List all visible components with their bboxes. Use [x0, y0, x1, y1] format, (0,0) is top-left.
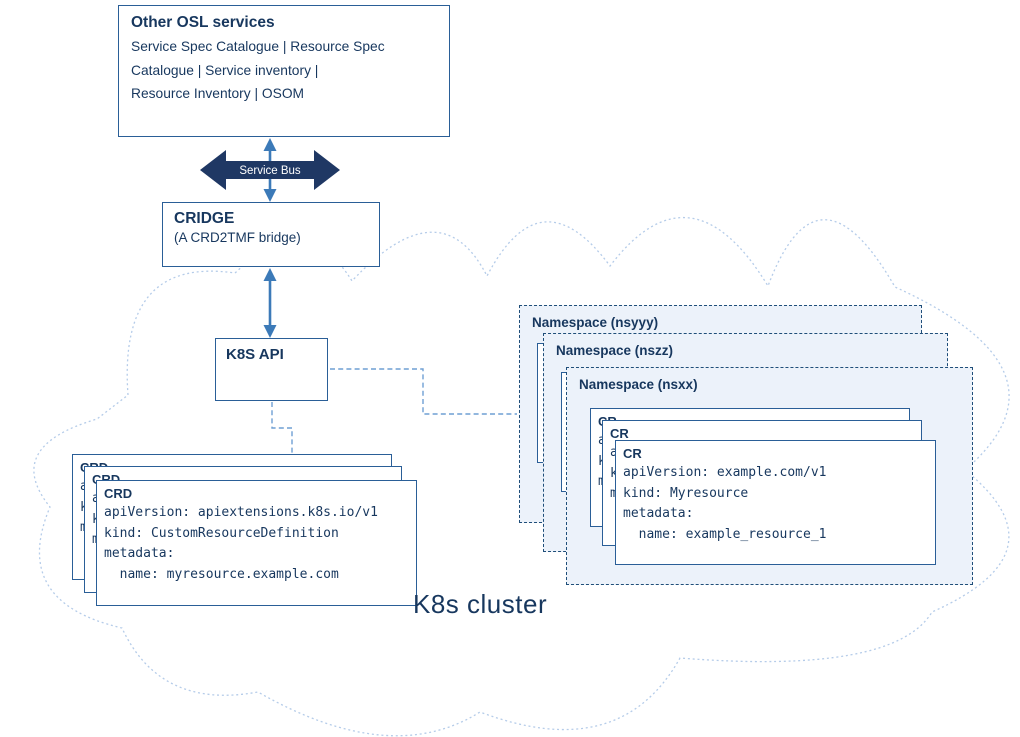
- cr-card-front: CR apiVersion: example.com/v1 kind: Myre…: [615, 440, 936, 565]
- k8s-api-box: K8S API: [215, 338, 328, 401]
- namespace-label-nsyyy: Namespace (nsyyy): [532, 315, 659, 330]
- cridge-box: CRIDGE (A CRD2TMF bridge): [162, 202, 380, 267]
- service-bus-arrow: [200, 150, 340, 190]
- osl-services-line: Service Spec Catalogue | Resource Spec: [131, 39, 385, 54]
- cluster-label: K8s cluster: [413, 589, 548, 619]
- cloud-outline: [33, 217, 1010, 737]
- osl-services-line: Catalogue | Service inventory |: [131, 62, 319, 78]
- crd-card-front: CRD apiVersion: apiextensions.k8s.io/v1 …: [96, 480, 417, 606]
- namespace-label-nsxx: Namespace (nsxx): [579, 377, 698, 392]
- k8s-api-title: K8S API: [226, 346, 284, 363]
- cridge-subtitle: (A CRD2TMF bridge): [174, 230, 301, 245]
- cridge-title: CRIDGE: [174, 210, 235, 227]
- other-osl-services-box: Other OSL services Service Spec Catalogu…: [118, 5, 450, 137]
- namespace-label-nszz: Namespace (nszz): [556, 343, 674, 358]
- arrow-up-icon: [263, 138, 277, 151]
- connector-api-to-crds: [271, 402, 293, 453]
- arrow-down-icon: [263, 189, 277, 202]
- osl-services-line: Resource Inventory | OSOM: [131, 86, 305, 101]
- arrow-down-icon: [263, 325, 277, 338]
- osl-title: Other OSL services: [131, 14, 275, 31]
- service-bus-label: Service Bus: [239, 165, 301, 177]
- connector-api-to-namespaces: [330, 368, 517, 415]
- arrow-up-icon: [263, 268, 277, 281]
